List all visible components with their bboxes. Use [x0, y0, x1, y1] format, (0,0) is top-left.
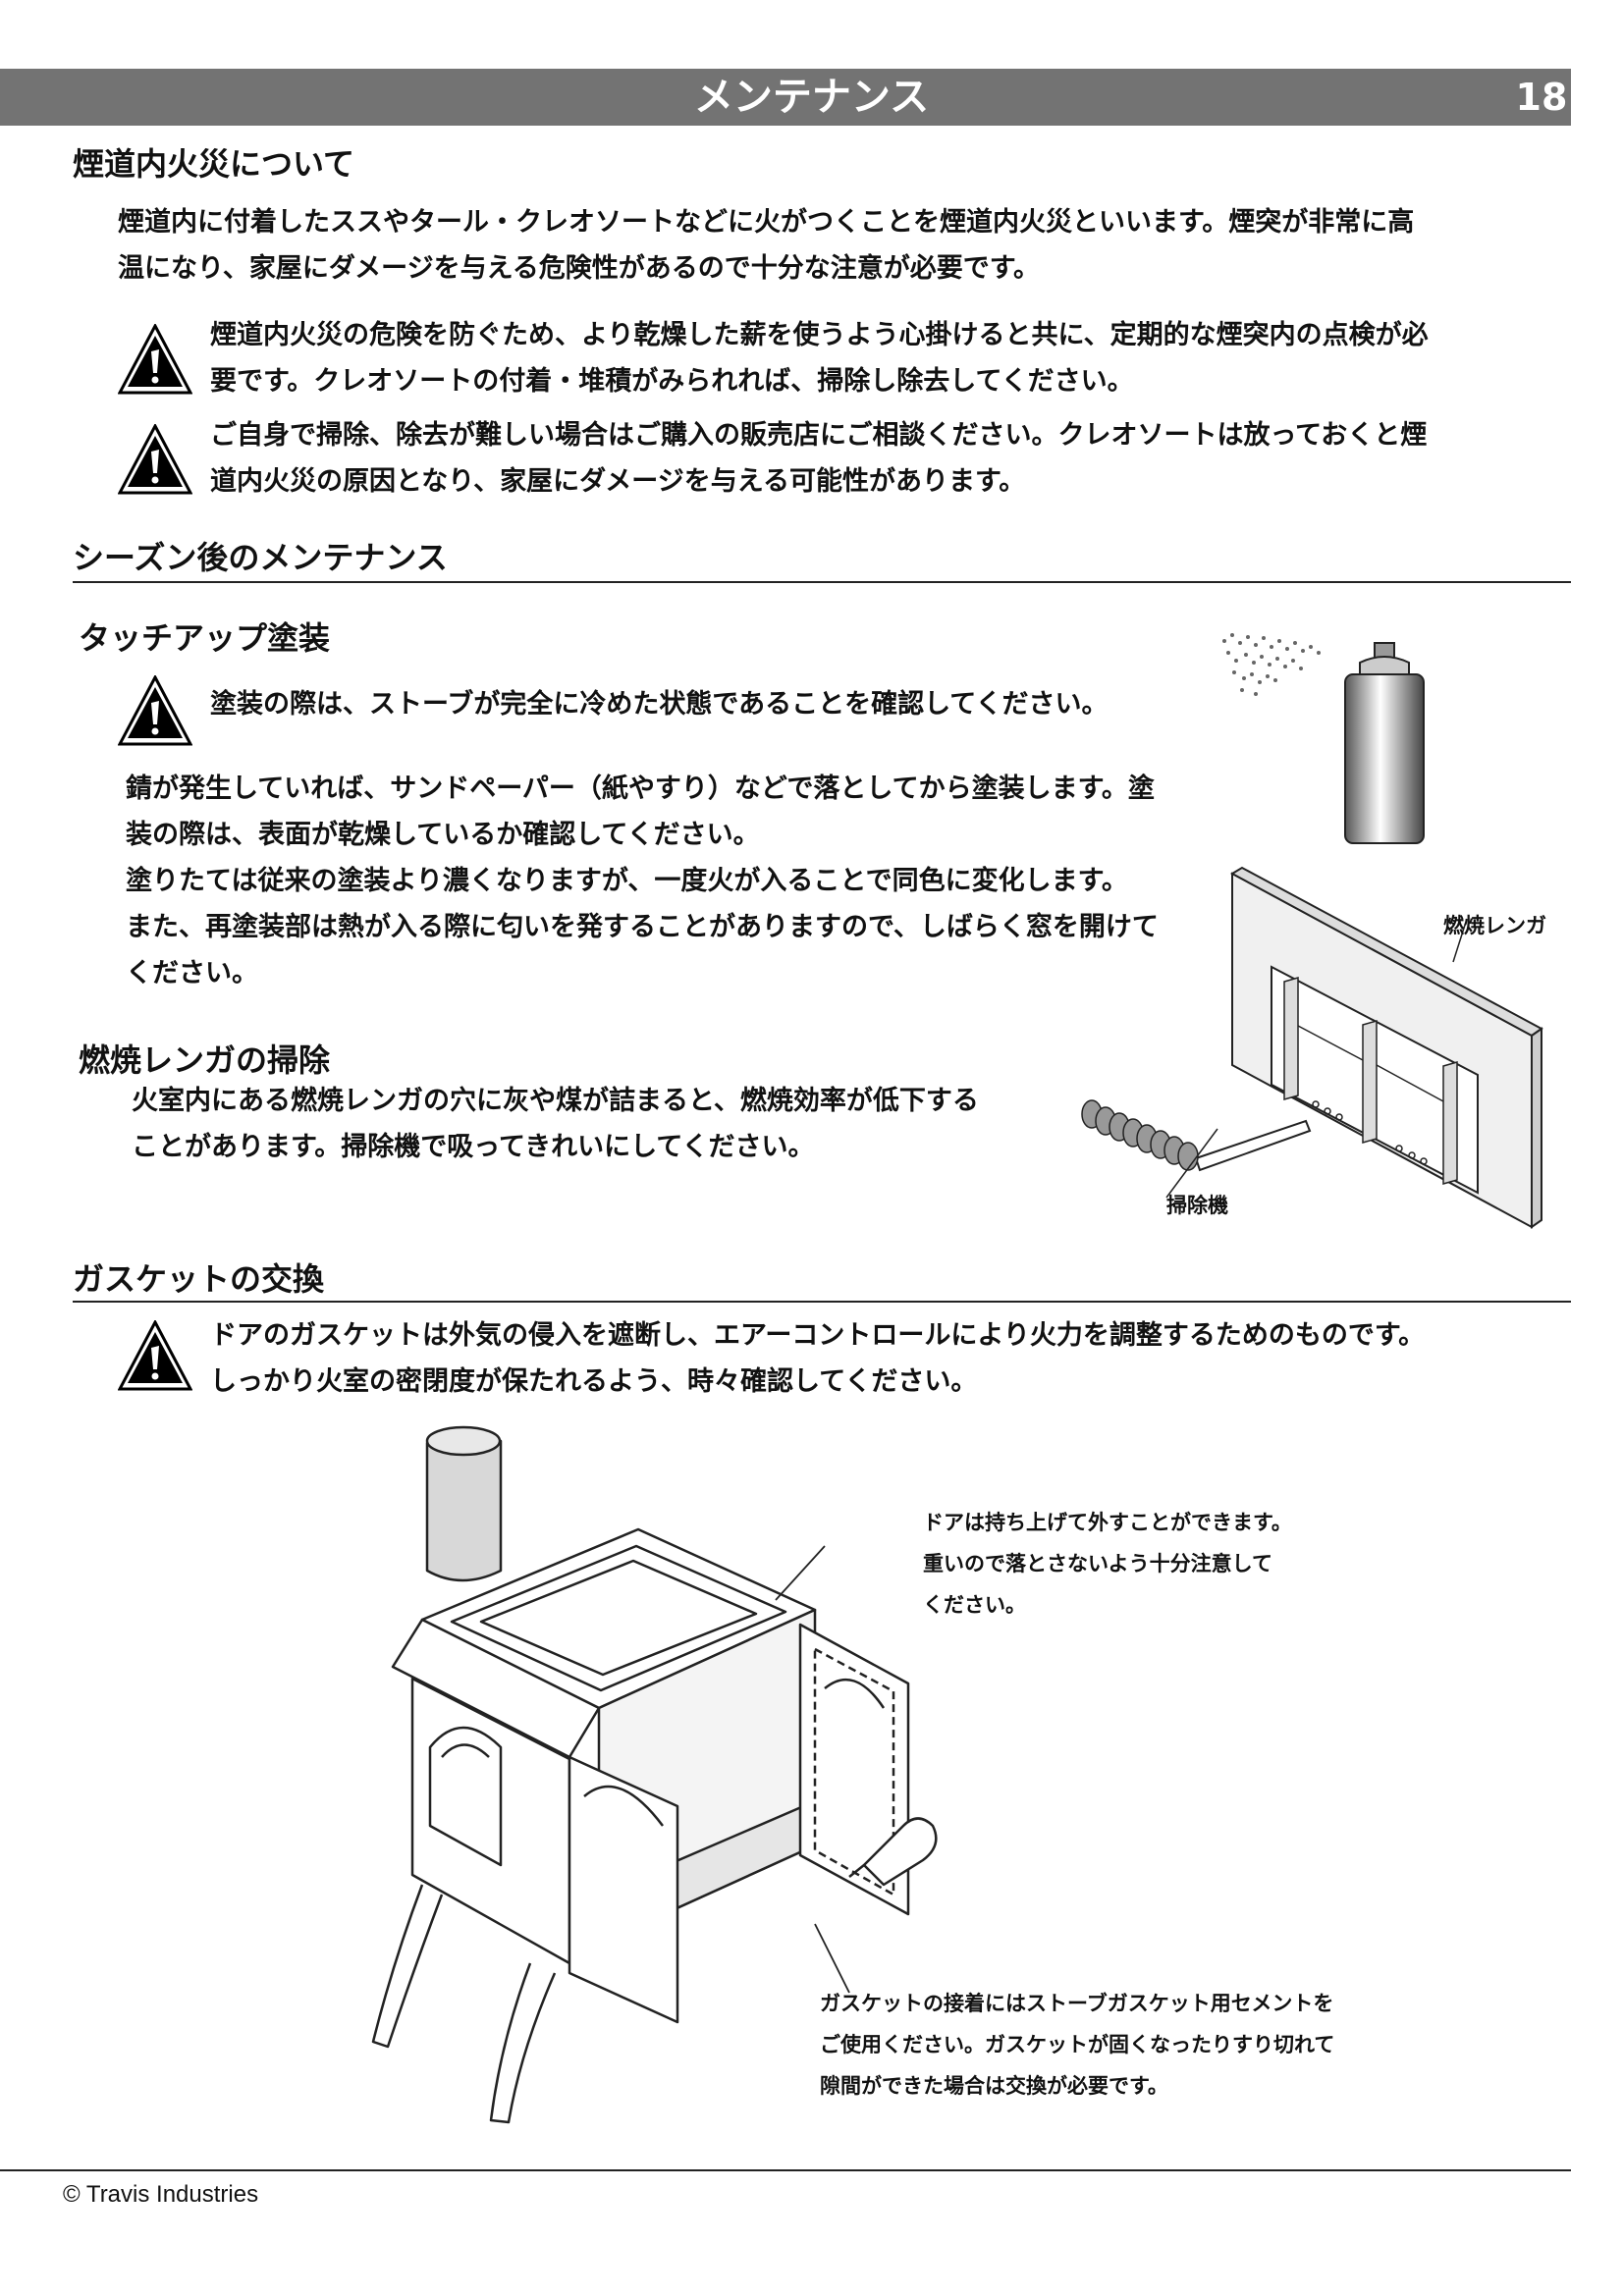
text-line: ご自身で掃除、除去が難しい場合はご購入の販売店にご相談ください。クレオソートは放…: [210, 420, 1428, 451]
warning-icon: [118, 424, 192, 495]
warning-text-2: ご自身で掃除、除去が難しい場合はご購入の販売店にご相談ください。クレオソートは放…: [210, 412, 1427, 505]
text-line: ことがあります。掃除機で吸ってきれいにしてください。: [132, 1132, 815, 1162]
warning-icon: [118, 1320, 192, 1391]
text-line: 要です。クレオソートの付着・堆積がみられれば、掃除し除去してください。: [210, 366, 1134, 397]
text-line: 隙間ができた場合は交換が必要です。: [820, 2074, 1168, 2098]
page-number: 18: [1515, 76, 1568, 119]
text-line: ガスケットの接着にはストーブガスケット用セメントを: [820, 1992, 1334, 2015]
section-heading-post-season: シーズン後のメンテナンス: [73, 539, 448, 576]
footer-divider: [0, 2169, 1571, 2171]
firebrick-vacuum-illustration: [1081, 866, 1543, 1229]
touchup-body: 錆が発生していれば、サンドペーパー（紙やすり）などで落としてから塗装します。塗 …: [126, 766, 1159, 996]
text-line: 道内火災の原因となり、家屋にダメージを与える可能性があります。: [210, 466, 1026, 497]
text-line: 装の際は、表面が乾燥しているか確認してください。: [126, 820, 760, 850]
text-line: 煙道内に付着したススやタール・クレオソートなどに火がつくことを煙道内火災といいま…: [118, 207, 1415, 238]
caption-gasket-cement: ガスケットの接着にはストーブガスケット用セメントを ご使用ください。ガスケットが…: [820, 1983, 1334, 2107]
subheading-brick: 燃焼レンガの掃除: [79, 1041, 331, 1079]
text-line: しっかり火室の密閉度が保たれるよう、時々確認してください。: [210, 1366, 978, 1397]
touchup-warning: 塗装の際は、ストーブが完全に冷めた状態であることを確認してください。: [210, 689, 1109, 720]
label-firebrick: 燃焼レンガ: [1443, 914, 1546, 937]
subheading-touchup: タッチアップ塗装: [79, 619, 331, 657]
section-heading-chimney-fire: 煙道内火災について: [73, 145, 355, 183]
brick-body: 火室内にある燃焼レンガの穴に灰や煤が詰まると、燃焼効率が低下する ことがあります…: [132, 1078, 979, 1170]
section-divider: [73, 1301, 1571, 1303]
text-line: 錆が発生していれば、サンドペーパー（紙やすり）などで落としてから塗装します。塗: [126, 774, 1155, 804]
chimney-fire-intro: 煙道内に付着したススやタール・クレオソートなどに火がつくことを煙道内火災といいま…: [118, 199, 1414, 292]
text-line: ドアは持ち上げて外すことができます。: [923, 1511, 1292, 1534]
text-line: 煙道内火災の危険を防ぐため、より乾燥した薪を使うよう心掛けると共に、定期的な煙突…: [210, 320, 1429, 350]
section-heading-gasket: ガスケットの交換: [73, 1260, 325, 1298]
page-title: メンテナンス: [693, 75, 930, 120]
warning-icon: [118, 324, 192, 395]
warning-text-1: 煙道内火災の危険を防ぐため、より乾燥した薪を使うよう心掛けると共に、定期的な煙突…: [210, 312, 1429, 404]
caption-door-removal: ドアは持ち上げて外すことができます。 重いので落とさないよう十分注意して くださ…: [923, 1502, 1292, 1626]
text-line: ご使用ください。ガスケットが固くなったりすり切れて: [820, 2033, 1335, 2056]
copyright: © Travis Industries: [63, 2181, 259, 2208]
text-line: 火室内にある燃焼レンガの穴に灰や煤が詰まると、燃焼効率が低下する: [132, 1086, 979, 1116]
text-line: ください。: [923, 1593, 1026, 1617]
label-vacuum: 掃除機: [1166, 1194, 1228, 1217]
text-line: また、再塗装部は熱が入る際に匂いを発することがありますので、しばらく窓を開けて: [126, 912, 1159, 942]
text-line: ください。: [126, 958, 258, 988]
wood-stove-illustration: [371, 1425, 938, 2124]
header-bar: [0, 69, 1571, 126]
warning-icon: [118, 675, 192, 746]
text-line: 塗りたては従来の塗装より濃くなりますが、一度火が入ることで同色に変化します。: [126, 866, 1128, 896]
section-divider: [73, 581, 1571, 583]
gasket-warning: ドアのガスケットは外気の侵入を遮断し、エアーコントロールにより火力を調整するため…: [210, 1312, 1425, 1405]
text-line: 温になり、家屋にダメージを与える危険性があるので十分な注意が必要です。: [118, 253, 1041, 284]
text-line: 重いので落とさないよう十分注意して: [923, 1552, 1272, 1575]
spray-can-illustration: [1222, 633, 1425, 844]
text-line: ドアのガスケットは外気の侵入を遮断し、エアーコントロールにより火力を調整するため…: [210, 1320, 1426, 1351]
